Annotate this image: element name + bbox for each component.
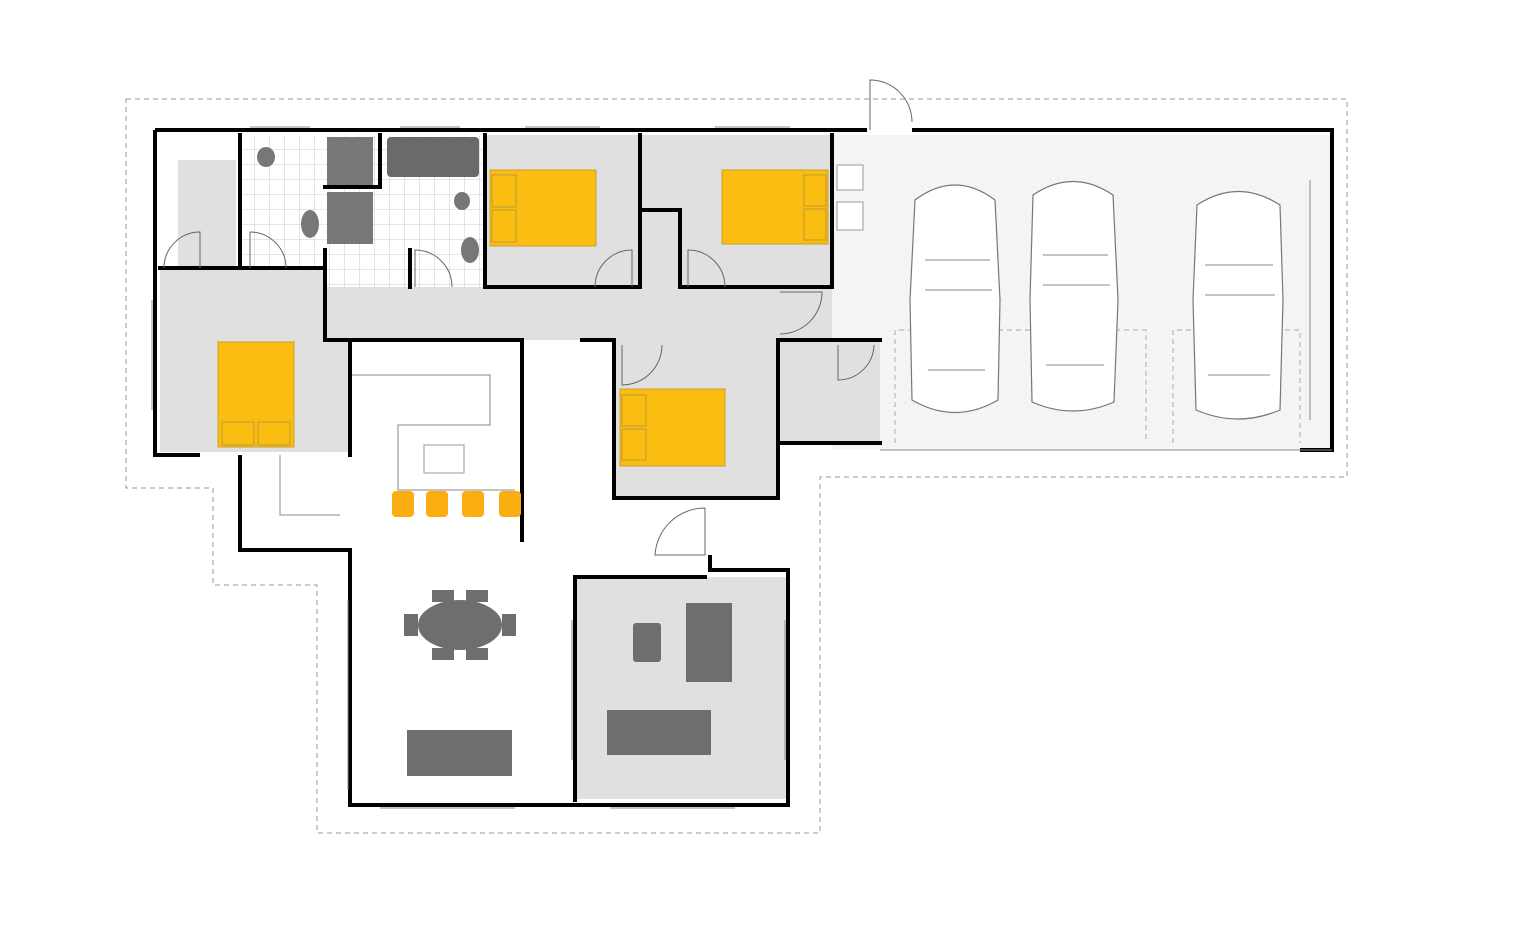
dining-chair	[502, 614, 516, 636]
shower-2	[327, 192, 373, 244]
pillows	[221, 174, 827, 461]
bed	[619, 388, 726, 467]
bathtub	[387, 137, 479, 177]
dining-table	[418, 600, 502, 650]
bathroom-floor	[242, 135, 324, 268]
bar-stools	[392, 491, 521, 517]
hallway-floor	[325, 287, 832, 340]
shower-1	[327, 137, 373, 187]
wardrobe-floor	[178, 160, 236, 268]
bed	[217, 341, 295, 448]
bar-stool	[462, 491, 484, 517]
bed	[721, 169, 829, 245]
doors	[163, 79, 913, 556]
basin	[461, 237, 479, 263]
sofa	[407, 730, 512, 776]
toilet	[454, 192, 470, 210]
windows	[151, 126, 1311, 809]
door-swing[interactable]	[837, 344, 875, 381]
beds	[217, 169, 829, 467]
entry-door[interactable]	[654, 507, 706, 556]
cars	[909, 180, 1284, 420]
toilet	[257, 147, 275, 167]
furniture	[404, 590, 732, 776]
door-swing[interactable]	[621, 344, 663, 386]
bathroom-fixtures	[257, 147, 479, 263]
car	[909, 184, 1001, 414]
kitchen	[279, 374, 515, 516]
door-swing[interactable]	[594, 249, 633, 288]
dining-chair	[404, 614, 418, 636]
garage	[836, 164, 1332, 451]
garage-sink	[836, 201, 864, 231]
door-swing[interactable]	[163, 231, 201, 269]
sofa	[607, 710, 711, 755]
ottoman	[633, 623, 661, 662]
bar-stool	[499, 491, 521, 517]
basin	[301, 210, 319, 238]
sink	[423, 444, 465, 474]
bar-stool	[392, 491, 414, 517]
door-swing[interactable]	[779, 291, 823, 335]
door-swing[interactable]	[687, 249, 726, 288]
bed	[489, 169, 597, 247]
car	[1029, 180, 1119, 412]
garage-sink	[836, 164, 864, 191]
door-swing[interactable]	[414, 249, 453, 288]
walls	[153, 128, 1334, 807]
car	[1192, 190, 1284, 420]
laundry-floor	[778, 340, 880, 443]
lounge-floor	[575, 577, 788, 799]
door-swing[interactable]	[249, 231, 287, 269]
sofa	[686, 603, 732, 682]
front-door[interactable]	[869, 79, 913, 130]
bar-stool	[426, 491, 448, 517]
